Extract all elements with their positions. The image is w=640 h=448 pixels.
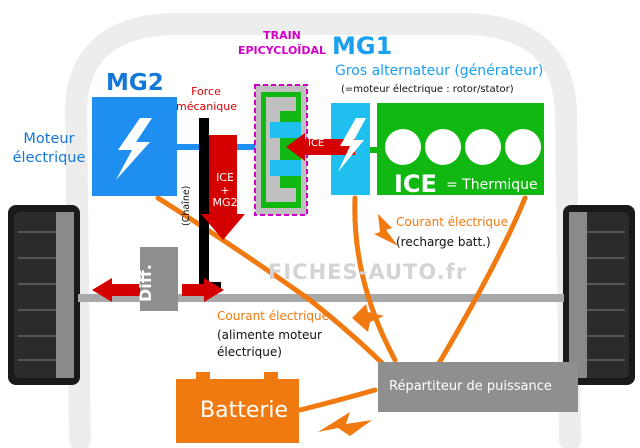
lightning-icon-mg1	[338, 118, 366, 172]
force-bar	[209, 135, 237, 215]
distributor-label: Répartiteur de puissance	[389, 379, 552, 394]
mg2-title: MG2	[106, 70, 164, 96]
battery-graphic	[176, 372, 299, 443]
force-line2: mécanique	[176, 100, 238, 113]
engine-suffix: = Thermique	[446, 177, 538, 193]
mg2-side-label-line1: Moteur	[23, 131, 75, 147]
distributor-box	[378, 362, 578, 412]
watermark: FICHES-AUTO.fr	[268, 260, 468, 284]
force-label: Force mécanique	[176, 84, 238, 114]
ice-arrow	[286, 133, 355, 161]
chain-shaft	[199, 118, 209, 293]
mg1-subtitle: Gros alternateur (générateur)	[335, 63, 544, 79]
mg1-note: (=moteur électrique : rotor/stator)	[341, 84, 514, 95]
ice-plus-line3: MG2	[212, 196, 238, 209]
ice-arrow-label: ICE	[308, 138, 325, 149]
output-arrow-right	[182, 278, 224, 302]
current-recharge-detail: (recharge batt.)	[396, 235, 491, 249]
differential-label: Diff.	[136, 264, 155, 302]
mg1-title: MG1	[332, 32, 393, 60]
current-arrows	[318, 214, 398, 436]
ice-plus-line1: ICE	[216, 171, 234, 184]
train-line1: TRAIN	[263, 29, 301, 42]
left-wheel	[8, 205, 80, 385]
ice-plus-line2: +	[220, 183, 230, 197]
current-motor-title: Courant électrique	[217, 309, 330, 323]
train-line2: EPICYCLOÏDAL	[237, 44, 327, 57]
car-outline	[64, 12, 581, 448]
lightning-icon	[116, 118, 152, 180]
force-line1: Force	[191, 85, 221, 98]
current-motor-detail: (alimente moteur électrique)	[217, 328, 322, 359]
mg2-side-label: Moteur électrique	[6, 130, 92, 168]
axle	[78, 294, 564, 302]
force-arrow-down	[201, 214, 245, 240]
differential-box	[140, 247, 178, 311]
battery-label: Batterie	[200, 398, 289, 423]
engine-label: ICE	[394, 170, 437, 198]
planetary-gear-label: TRAIN EPICYCLOÏDAL	[236, 28, 328, 58]
chain-label: (Chaîne)	[181, 185, 192, 226]
right-wheel	[563, 205, 635, 385]
output-arrow-left	[92, 278, 140, 302]
current-recharge-title: Courant électrique	[396, 215, 509, 229]
ice-plus-mg2-label: ICE + MG2	[212, 171, 238, 210]
mg2-side-label-line2: électrique	[12, 150, 86, 166]
